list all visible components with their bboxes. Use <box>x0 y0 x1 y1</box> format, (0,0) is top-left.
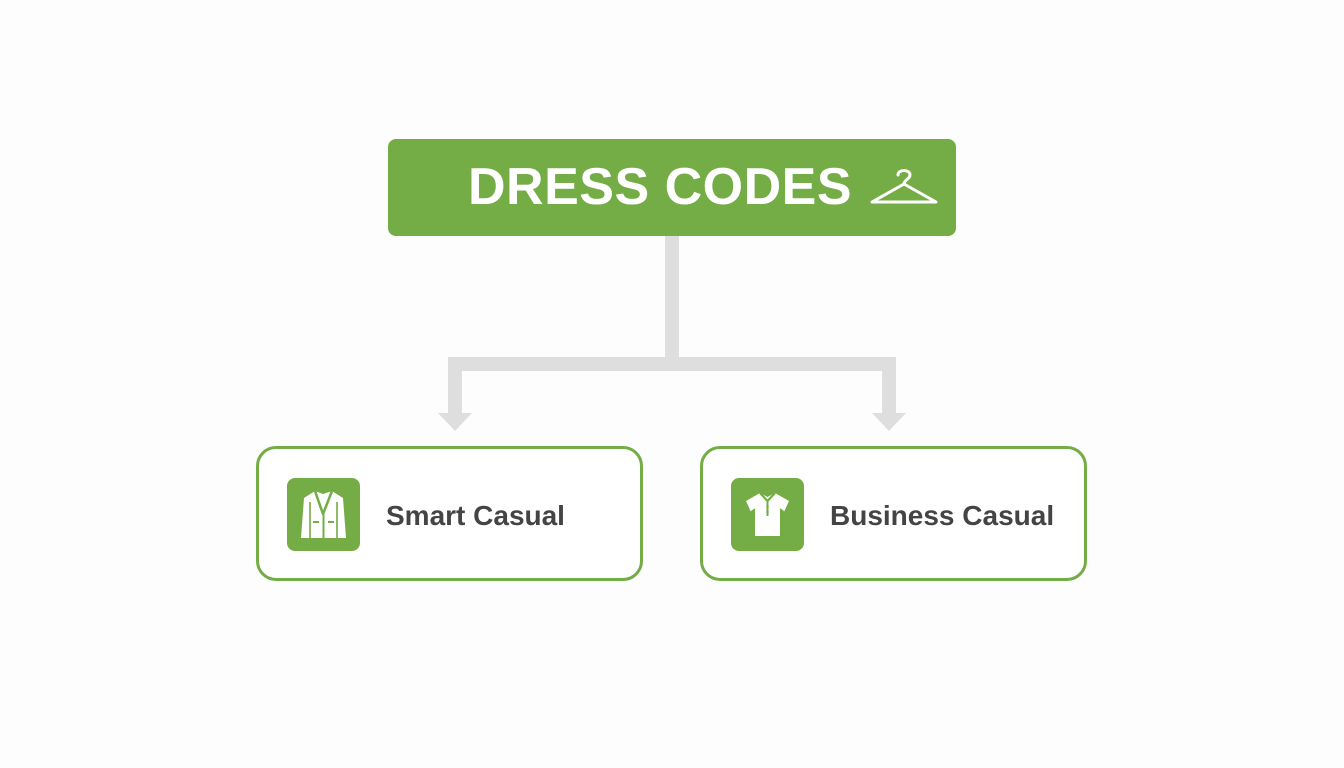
business-casual-label: Business Casual <box>830 500 1055 531</box>
arrow-right-icon <box>872 413 906 431</box>
arrow-left-icon <box>438 413 472 431</box>
smart-casual-label: Smart Casual <box>386 500 565 531</box>
hanger-icon <box>870 169 938 204</box>
business-casual-node: Business Casual <box>700 446 1087 581</box>
smart-casual-node: Smart Casual <box>256 446 643 581</box>
connector-right-drop <box>882 364 896 414</box>
connector-left-drop <box>448 364 462 414</box>
header-title: DRESS CODES <box>468 158 853 216</box>
connector-trunk <box>665 236 679 364</box>
polo-shirt-icon <box>731 478 804 551</box>
blazer-icon <box>287 478 360 551</box>
connector-crossbar <box>448 357 896 371</box>
dress-codes-header: DRESS CODES <box>388 139 956 236</box>
